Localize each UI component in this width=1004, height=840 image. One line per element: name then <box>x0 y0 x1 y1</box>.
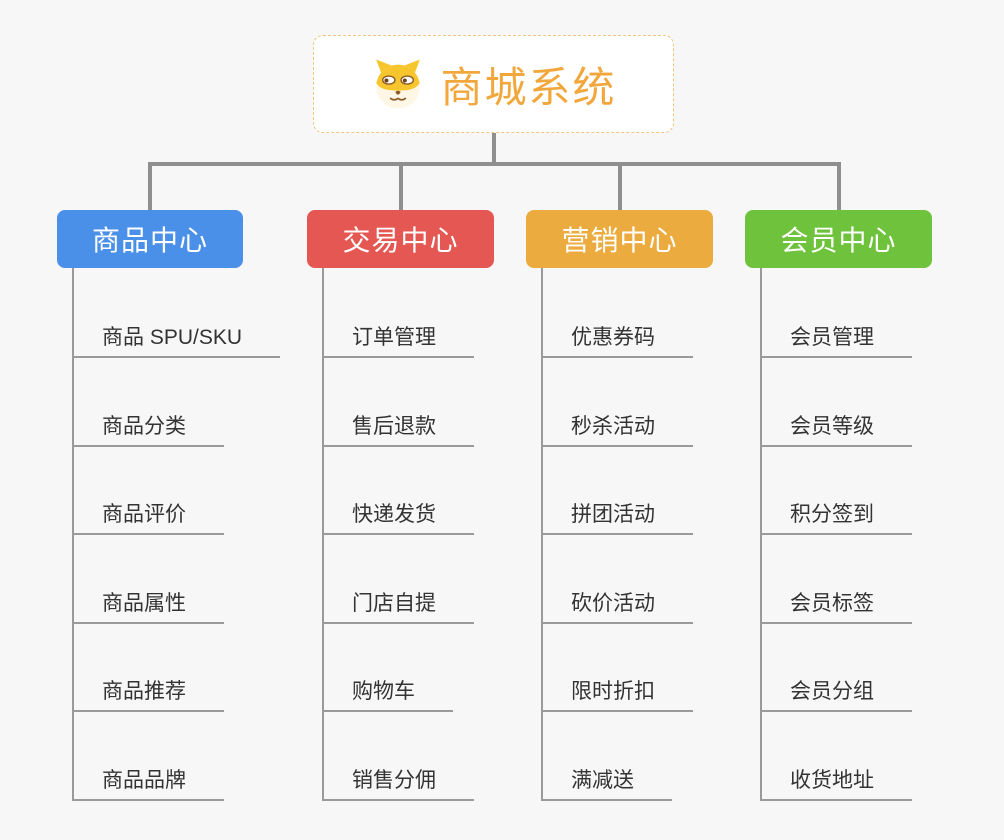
child-item[interactable]: 会员管理 <box>760 322 912 358</box>
child-item[interactable]: 快递发货 <box>322 499 474 535</box>
child-item[interactable]: 门店自提 <box>322 588 474 624</box>
child-item[interactable]: 商品 SPU/SKU <box>72 322 281 358</box>
branch-node-2[interactable]: 营销中心 <box>526 210 713 268</box>
root-title: 商城系统 <box>440 63 617 111</box>
child-item[interactable]: 商品分类 <box>72 411 224 447</box>
connector-horizontal <box>148 162 840 166</box>
root-node[interactable]: 商城系统 <box>313 35 674 133</box>
connector-drop <box>617 162 622 210</box>
connector-drop <box>836 162 841 210</box>
child-item[interactable]: 积分签到 <box>760 499 912 535</box>
child-item[interactable]: 售后退款 <box>322 411 474 447</box>
child-item[interactable]: 优惠券码 <box>541 322 693 358</box>
child-item[interactable]: 订单管理 <box>322 322 474 358</box>
child-item[interactable]: 收货地址 <box>760 765 912 801</box>
branch-node-0[interactable]: 商品中心 <box>57 210 243 268</box>
child-item[interactable]: 秒杀活动 <box>541 411 693 447</box>
child-item[interactable]: 商品品牌 <box>72 765 224 801</box>
branch-label: 会员中心 <box>780 225 897 256</box>
child-item[interactable]: 砍价活动 <box>541 588 693 624</box>
child-item[interactable]: 商品推荐 <box>72 676 224 712</box>
branch-node-3[interactable]: 会员中心 <box>745 210 932 268</box>
branch-label: 交易中心 <box>342 225 459 256</box>
child-item[interactable]: 限时折扣 <box>541 676 693 712</box>
child-item[interactable]: 会员分组 <box>760 676 912 712</box>
child-item[interactable]: 会员等级 <box>760 411 912 447</box>
connector-drop <box>398 162 403 210</box>
child-item[interactable]: 商品属性 <box>72 588 224 624</box>
branch-label: 商品中心 <box>91 225 208 256</box>
dog-face-icon <box>376 59 421 109</box>
child-item[interactable]: 满减送 <box>541 765 672 801</box>
child-item[interactable]: 会员标签 <box>760 588 912 624</box>
branch-node-1[interactable]: 交易中心 <box>307 210 494 268</box>
child-item[interactable]: 商品评价 <box>72 499 224 535</box>
connector-drop <box>148 162 152 210</box>
child-item[interactable]: 拼团活动 <box>541 499 693 535</box>
child-item[interactable]: 购物车 <box>322 676 453 712</box>
branch-label: 营销中心 <box>561 225 678 256</box>
connector-stem <box>492 133 496 164</box>
child-item[interactable]: 销售分佣 <box>322 765 474 801</box>
